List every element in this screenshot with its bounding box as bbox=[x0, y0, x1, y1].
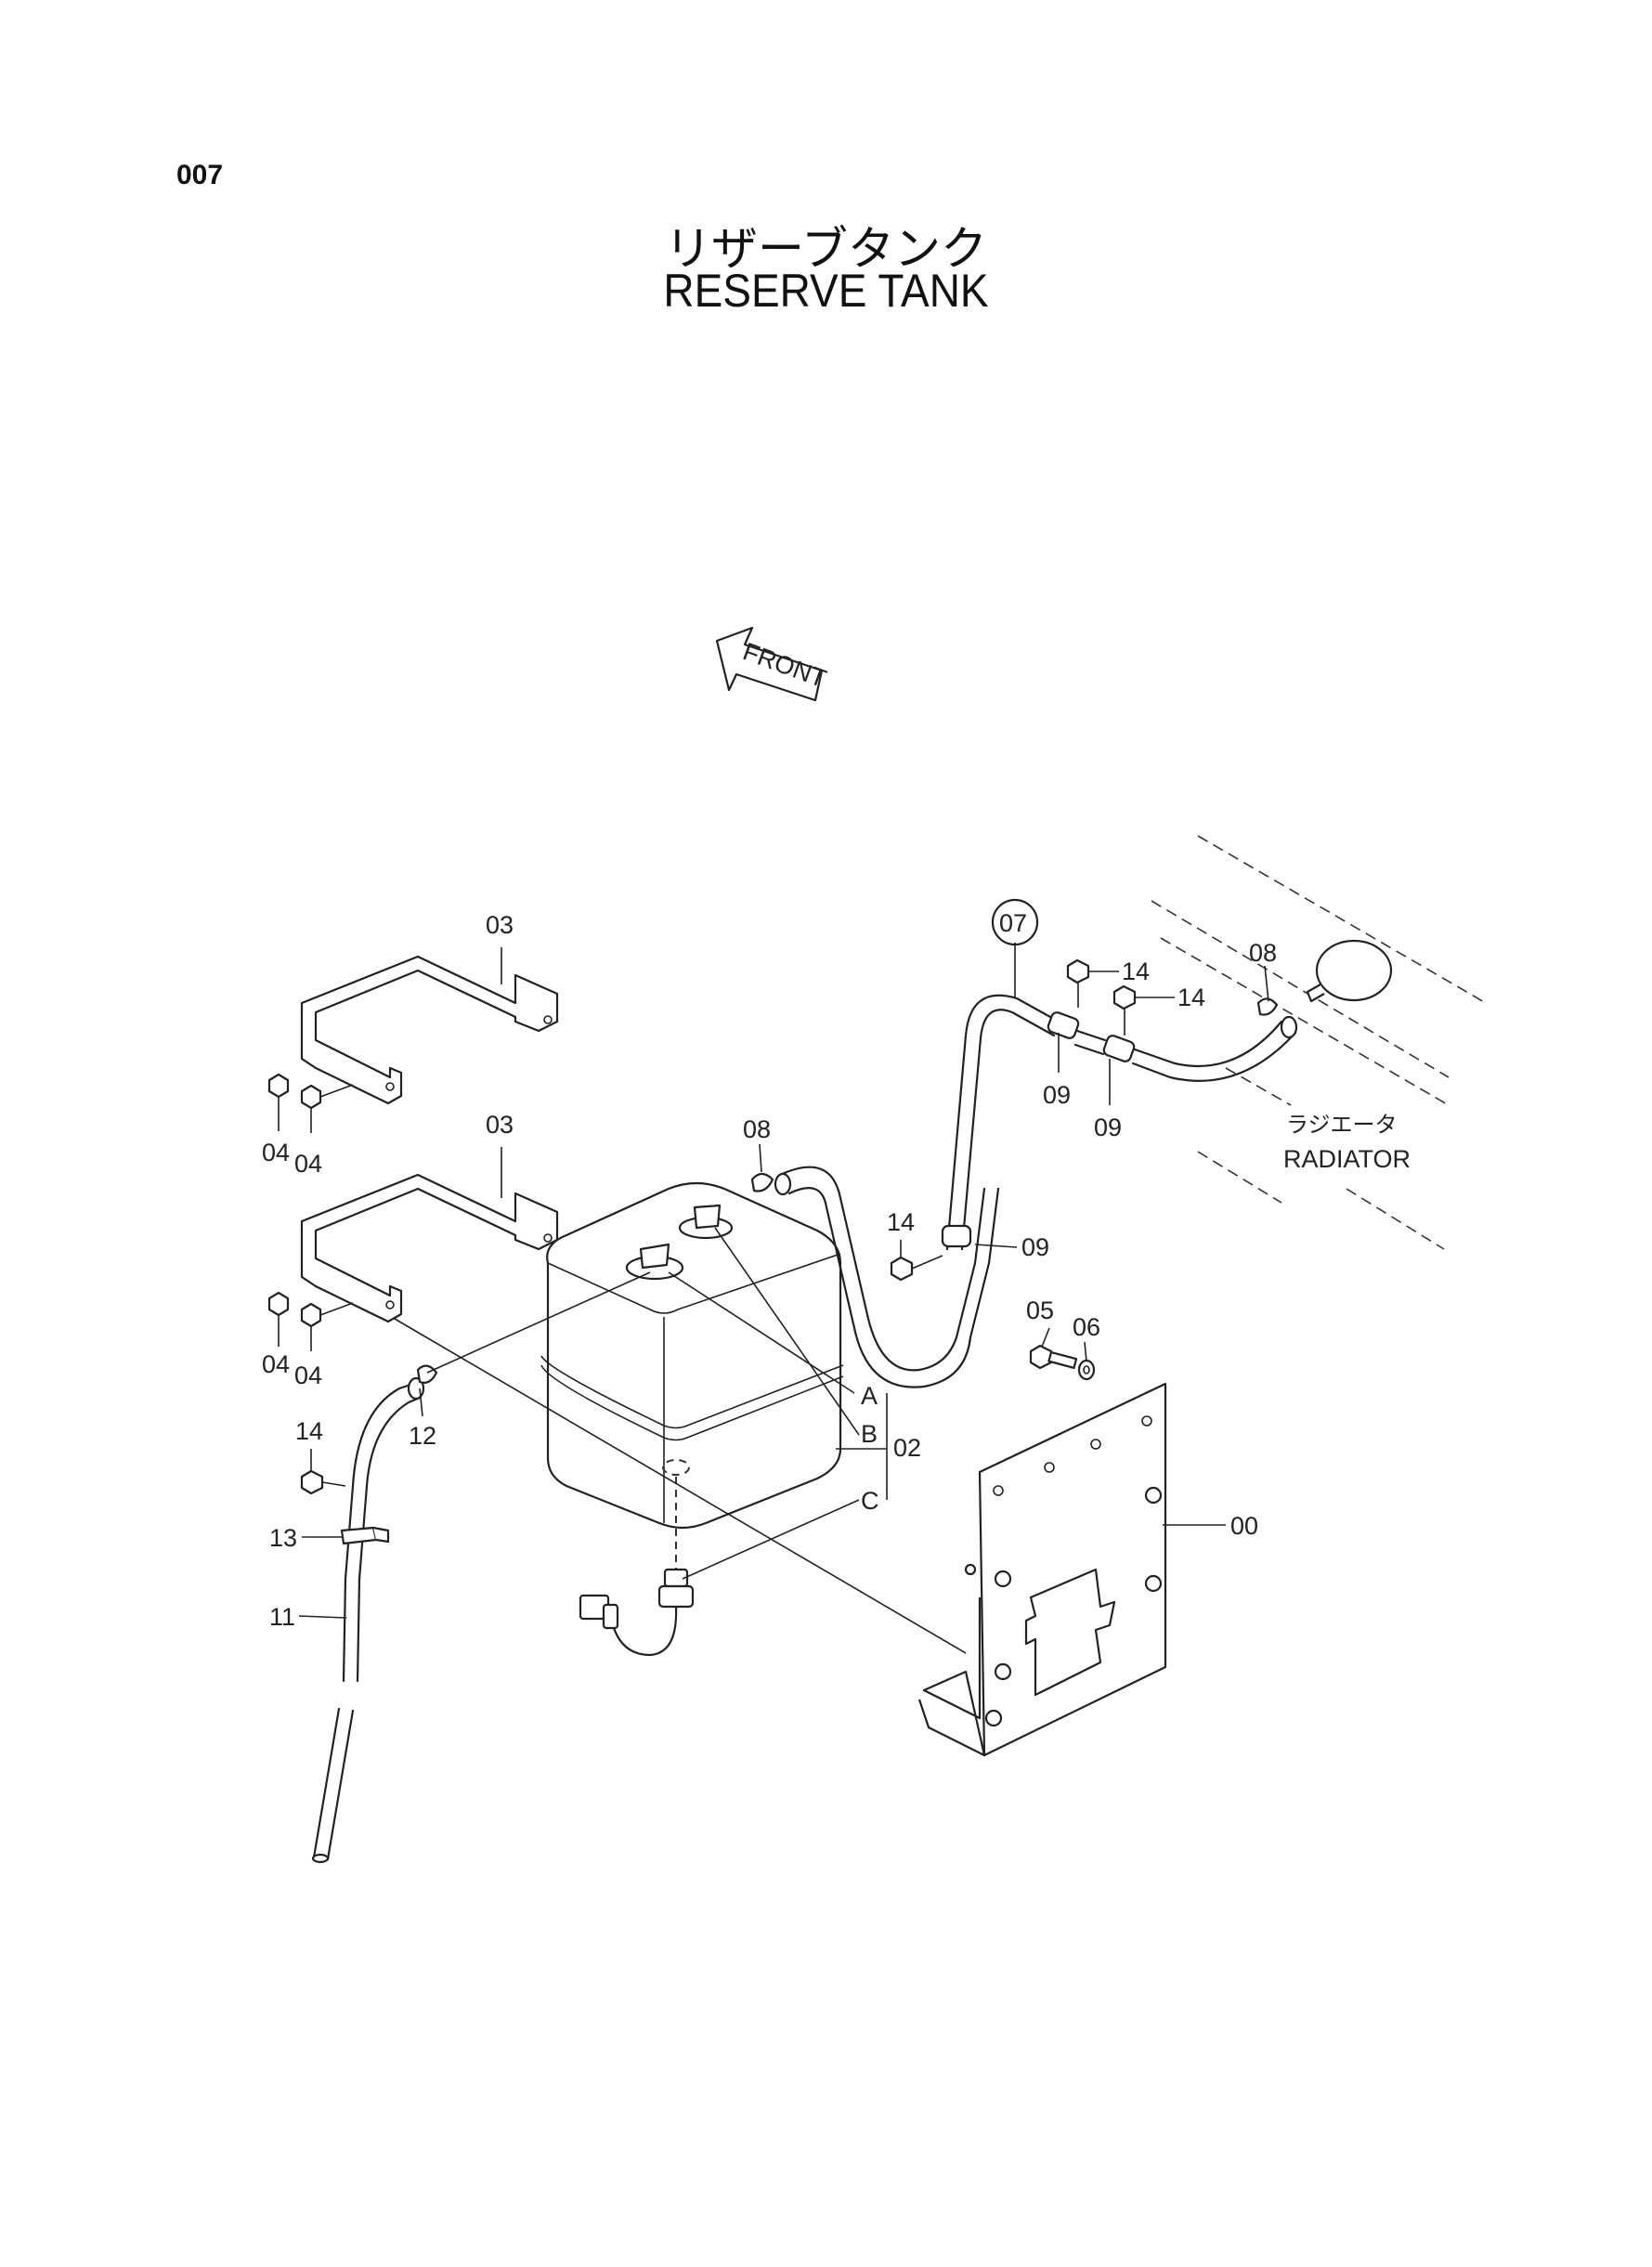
label-B: B bbox=[861, 1420, 878, 1448]
label-08-radiator: 08 bbox=[1249, 939, 1277, 967]
label-03-upper: 03 bbox=[486, 911, 514, 939]
label-12: 12 bbox=[409, 1422, 436, 1450]
radiator-cap bbox=[1306, 939, 1393, 1003]
label-00: 00 bbox=[1230, 1512, 1258, 1540]
leader-lines bbox=[298, 943, 1269, 1619]
nut-04-b bbox=[300, 1084, 354, 1133]
label-02: 02 bbox=[893, 1434, 921, 1462]
bolt-14-a bbox=[1066, 958, 1119, 1008]
drain-hose bbox=[311, 1376, 425, 1864]
label-08-tank: 08 bbox=[743, 1115, 771, 1143]
radiator-label-en: RADIATOR bbox=[1283, 1145, 1411, 1173]
radiator-label-jp: ラジエータ bbox=[1286, 1112, 1398, 1138]
mounting-bracket bbox=[917, 1382, 1167, 1757]
label-04-d: 04 bbox=[294, 1362, 322, 1389]
label-09-a: 09 bbox=[1043, 1081, 1071, 1109]
label-A: A bbox=[861, 1382, 878, 1410]
hose-clamp-08-tank bbox=[750, 1172, 774, 1192]
reserve-tank bbox=[540, 1181, 844, 1570]
label-14-a: 14 bbox=[1122, 958, 1150, 985]
nut-04-c bbox=[267, 1291, 290, 1347]
label-14-c: 14 bbox=[887, 1208, 915, 1236]
label-04-c: 04 bbox=[262, 1350, 290, 1378]
label-09-c: 09 bbox=[1021, 1233, 1049, 1261]
label-09-b: 09 bbox=[1094, 1114, 1122, 1141]
bolt-14-d bbox=[300, 1449, 346, 1495]
label-C: C bbox=[861, 1487, 879, 1515]
page-number: 007 bbox=[176, 160, 224, 190]
bolt-14-b bbox=[1112, 984, 1175, 1036]
hose-clamp-13 bbox=[340, 1526, 390, 1545]
level-sensor bbox=[579, 1568, 695, 1657]
callout-07: 07 bbox=[991, 898, 1039, 946]
label-11: 11 bbox=[269, 1603, 295, 1631]
tank-strap-upper bbox=[300, 955, 559, 1105]
washer-06 bbox=[1077, 1359, 1096, 1381]
callout-07-text: 07 bbox=[999, 909, 1027, 937]
overflow-pipe bbox=[941, 994, 1298, 1251]
title-japanese: リザーブタンク bbox=[665, 222, 987, 276]
bolt-05 bbox=[1029, 1344, 1078, 1370]
front-arrow: FRONT bbox=[715, 626, 830, 702]
assembly-lines bbox=[394, 1227, 967, 1654]
label-04-a: 04 bbox=[262, 1139, 290, 1166]
label-03-lower: 03 bbox=[486, 1111, 514, 1139]
title-english: RESERVE TANK bbox=[663, 265, 989, 317]
bolt-14-c bbox=[890, 1240, 943, 1282]
radiator-outline bbox=[1151, 835, 1487, 1250]
label-14-b: 14 bbox=[1177, 984, 1205, 1011]
nut-04-a bbox=[267, 1073, 290, 1131]
label-05: 05 bbox=[1026, 1296, 1054, 1324]
hose-clamp-08-radiator bbox=[1256, 997, 1279, 1016]
label-14-d: 14 bbox=[295, 1417, 323, 1445]
nut-04-d bbox=[300, 1302, 354, 1351]
label-13: 13 bbox=[269, 1524, 297, 1552]
hose-clamp-12 bbox=[416, 1364, 438, 1384]
label-04-b: 04 bbox=[294, 1150, 322, 1178]
hose-upper bbox=[774, 1166, 1000, 1388]
label-06: 06 bbox=[1073, 1313, 1100, 1341]
tank-strap-lower bbox=[300, 1173, 559, 1323]
